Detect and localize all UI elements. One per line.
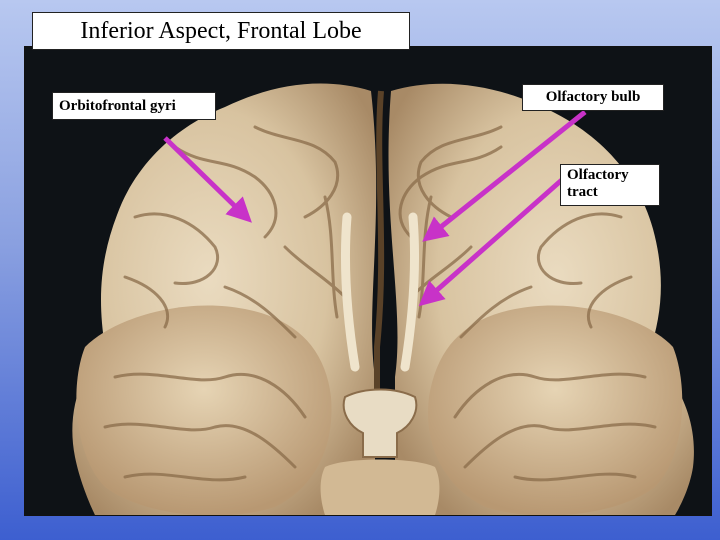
label-orbitofrontal-gyri: Orbitofrontal gyri	[52, 92, 216, 120]
optic-chiasm	[342, 388, 418, 458]
brain-photograph	[24, 46, 712, 516]
brain-illustration	[25, 47, 711, 515]
label-olfactory-tract: Olfactory tract	[560, 164, 660, 206]
longitudinal-fissure	[374, 90, 385, 407]
left-temporal-lobe	[76, 305, 332, 515]
olfactory-tract-left	[340, 212, 360, 372]
label-olfactory-bulb: Olfactory bulb	[522, 84, 664, 111]
slide-title: Inferior Aspect, Frontal Lobe	[32, 12, 410, 50]
olfactory-tract-right	[400, 212, 420, 372]
label-olfactory-tract-line2: tract	[567, 184, 598, 200]
right-temporal-lobe	[428, 305, 683, 515]
label-olfactory-tract-line1: Olfactory	[567, 167, 629, 183]
brainstem	[320, 459, 440, 515]
